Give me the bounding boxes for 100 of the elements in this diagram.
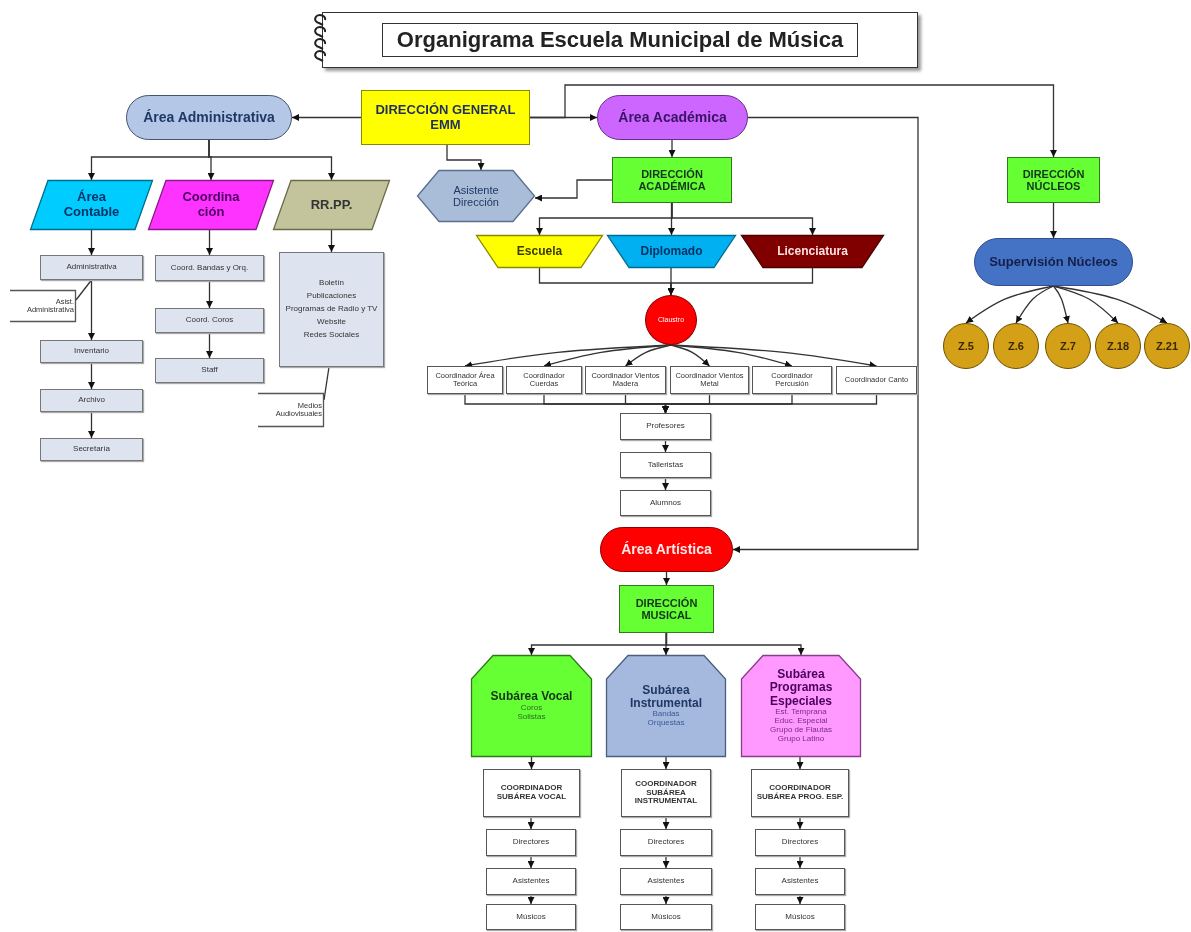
arrow xyxy=(796,855,804,869)
staff-box xyxy=(755,904,845,930)
node-label: Z.5 xyxy=(958,339,974,353)
list-box xyxy=(279,252,384,367)
node-detail: Grupo Latino xyxy=(777,735,825,745)
node-label: Área Administrativa xyxy=(143,109,275,126)
staff-box xyxy=(427,366,503,394)
arrow xyxy=(527,894,535,905)
node-label: Directores xyxy=(512,838,550,847)
node-label: COORDINADOR SUBÁREA PROG. ESP. xyxy=(755,784,845,802)
arrow xyxy=(527,855,535,869)
arrow xyxy=(1015,285,1055,324)
arrow xyxy=(671,202,816,236)
staff-box xyxy=(755,829,845,856)
node-label: Z.21 xyxy=(1156,339,1178,353)
area-pill xyxy=(597,95,748,140)
staff-box xyxy=(620,413,711,440)
arrow xyxy=(662,439,669,453)
staff-box xyxy=(155,308,264,333)
node-label: Publicaciones xyxy=(306,292,357,301)
director-box xyxy=(1007,157,1100,203)
staff-box xyxy=(751,769,849,817)
leader-line xyxy=(323,366,330,401)
arrow xyxy=(206,332,213,359)
node-label: DIRECCIÓN NÚCLEOS xyxy=(1021,167,1086,193)
node-label: Z.7 xyxy=(1060,339,1076,353)
staff-box xyxy=(483,769,580,817)
node-detail: Bandas xyxy=(652,710,680,720)
staff-box xyxy=(155,255,264,281)
arrow xyxy=(206,280,213,309)
node-label: Redes Sociales xyxy=(303,330,360,340)
node-label: Coord. Bandas y Orq. xyxy=(170,263,249,273)
node-label: Subárea Instrumental xyxy=(629,683,703,711)
callout-note xyxy=(10,290,76,322)
staff-box xyxy=(621,769,711,817)
callout-note xyxy=(258,393,324,427)
node-detail: Solistas xyxy=(517,712,546,722)
node-label: Secretaría xyxy=(73,445,110,454)
supervision-pill xyxy=(974,238,1133,286)
director-box xyxy=(361,90,530,145)
trapezoid-box xyxy=(476,235,603,268)
staff-box xyxy=(620,868,712,895)
staff-box xyxy=(40,389,143,412)
subarea-box xyxy=(471,655,592,757)
arrow xyxy=(667,267,814,296)
node-label: DIRECCIÓN MUSICAL xyxy=(634,596,699,622)
arrow xyxy=(528,756,535,770)
area-pill xyxy=(600,527,733,572)
node-label: Subárea Vocal xyxy=(490,690,573,704)
arrow xyxy=(662,393,878,414)
circle-node xyxy=(645,295,697,345)
arrow xyxy=(291,114,362,121)
staff-box xyxy=(755,868,845,895)
trapezoid-box xyxy=(741,235,884,268)
node-label: Archivo xyxy=(78,396,105,405)
node-label: Supervisión Núcleos xyxy=(989,254,1118,270)
zone-circle xyxy=(1045,323,1091,369)
staff-box xyxy=(40,255,143,280)
area-pill xyxy=(126,95,292,140)
node-label: Músicos xyxy=(651,912,681,922)
arrow xyxy=(88,229,95,256)
node-label: DIRECCIÓN ACADÉMICA xyxy=(637,167,707,193)
staff-box xyxy=(155,358,264,383)
staff-box xyxy=(486,904,576,930)
arrow xyxy=(732,116,919,553)
arrow xyxy=(208,139,335,181)
node-label: Músicos xyxy=(785,912,815,922)
parallelogram-box xyxy=(273,180,390,230)
node-label: DIRECCIÓN GENERAL EMM xyxy=(374,102,517,133)
arrow xyxy=(796,816,804,830)
arrow xyxy=(88,279,95,341)
node-label: Diplomado xyxy=(640,244,703,259)
staff-box xyxy=(670,366,749,394)
node-label: Asistentes xyxy=(647,877,685,886)
director-box xyxy=(619,585,714,633)
arrow xyxy=(88,411,95,439)
staff-box xyxy=(620,452,711,478)
staff-box xyxy=(620,904,712,930)
arrow xyxy=(663,571,670,586)
node-label: Talleristas xyxy=(647,460,684,470)
arrow xyxy=(662,816,670,830)
arrow xyxy=(624,344,672,367)
node-label: Website xyxy=(317,317,346,327)
trapezoid-box xyxy=(607,235,736,268)
arrow xyxy=(665,632,805,656)
staff-box xyxy=(585,366,666,394)
node-label: Directores xyxy=(647,838,685,847)
arrow xyxy=(534,179,613,202)
node-label: Profesores xyxy=(646,422,685,431)
arrow xyxy=(1050,202,1057,239)
zone-circle xyxy=(993,323,1039,369)
arrow xyxy=(1052,285,1070,324)
staff-box xyxy=(752,366,832,394)
node-label: Directores xyxy=(781,838,819,847)
node-label: Área Contable xyxy=(62,190,121,220)
node-label: Área Artística xyxy=(621,541,712,558)
arrow xyxy=(206,229,213,256)
arrow xyxy=(662,756,670,770)
staff-box xyxy=(486,829,576,856)
node-label: Asistente Dirección xyxy=(452,183,500,209)
